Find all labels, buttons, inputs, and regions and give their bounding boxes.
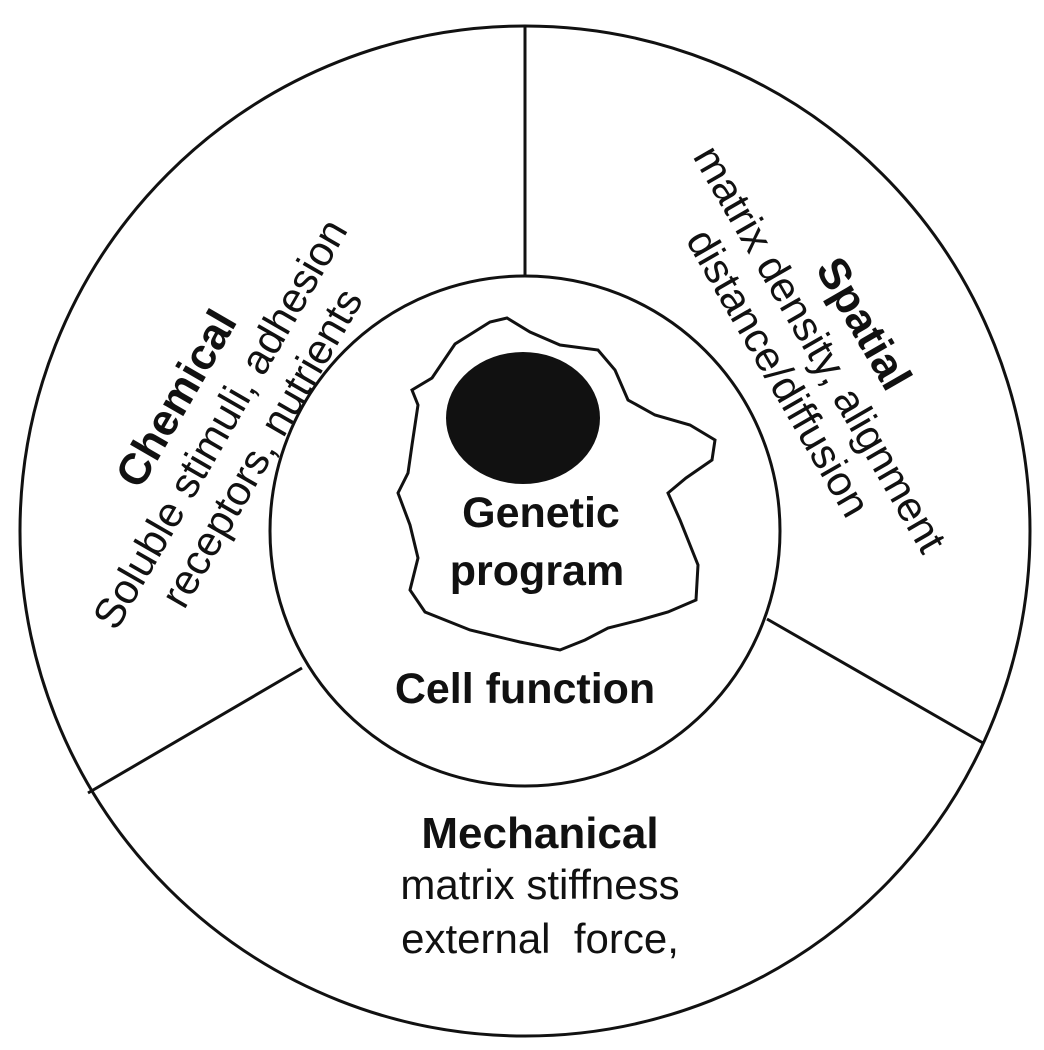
mechanical-title: Mechanical: [421, 809, 658, 858]
chemical-line1: Soluble stimuli, adhesion: [83, 211, 356, 637]
spatial-line1: matrix density, alignment: [684, 137, 956, 560]
mechanical-sector: Mechanical matrix stiffness external for…: [400, 809, 679, 962]
nucleus: [446, 352, 600, 484]
mechanical-line1: matrix stiffness: [400, 861, 679, 908]
cell-function-label: Cell function: [395, 665, 655, 713]
chemical-sector: Chemical Soluble stimuli, adhesion recep…: [83, 211, 371, 637]
mechanical-line2: external force,: [401, 915, 679, 962]
spatial-sector: Spatial matrix density, alignment distan…: [677, 137, 956, 560]
outer-ring: [18, 24, 1032, 1038]
cell-outline: [396, 316, 717, 652]
genetic-program-line2: program: [450, 547, 624, 595]
divider-lower-right: [766, 617, 984, 745]
genetic-program-line1: Genetic: [462, 489, 620, 537]
divider-lower-left: [87, 666, 303, 795]
